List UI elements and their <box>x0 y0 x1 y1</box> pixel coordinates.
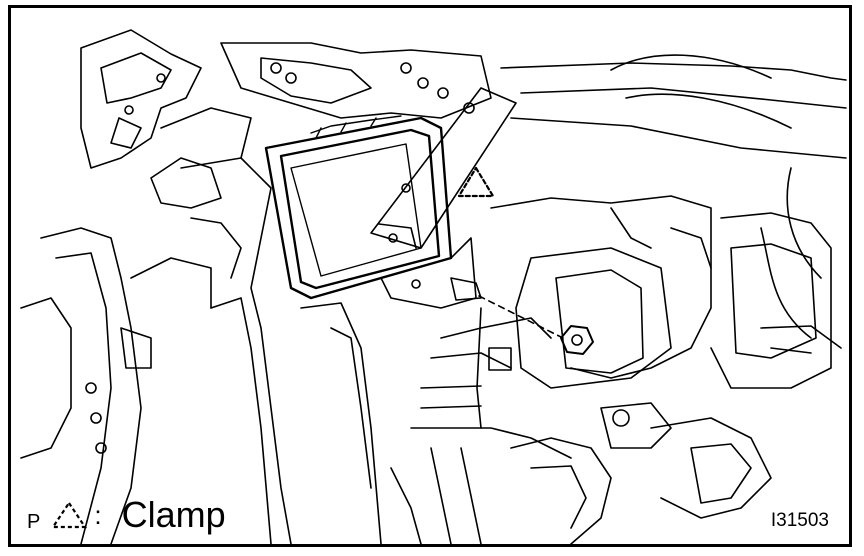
legend-prefix: P <box>27 511 41 533</box>
wiring-harness <box>410 307 572 544</box>
diagonal-strut <box>370 87 517 249</box>
clamp-marker-icon <box>457 166 495 198</box>
bolt <box>478 295 594 355</box>
reference-code: I31503 <box>770 510 829 531</box>
legend-separator: : <box>94 500 102 530</box>
upper-left-bracket <box>80 29 202 169</box>
legend: P : Clamp <box>27 490 226 534</box>
control-module <box>264 115 453 300</box>
mounting-bracket <box>380 237 482 309</box>
left-pillar <box>20 227 212 544</box>
dashed-triangle-icon <box>51 501 88 529</box>
engine-bay-illustration <box>20 29 847 544</box>
upper-center-bracket <box>220 42 492 119</box>
lower-components <box>390 437 612 544</box>
diagram-frame: P : Clamp I31503 <box>8 5 852 547</box>
right-side-components <box>490 167 842 519</box>
upper-right-pipe <box>500 54 847 159</box>
legend-label: Clamp <box>121 494 226 535</box>
center-panel <box>150 107 382 544</box>
